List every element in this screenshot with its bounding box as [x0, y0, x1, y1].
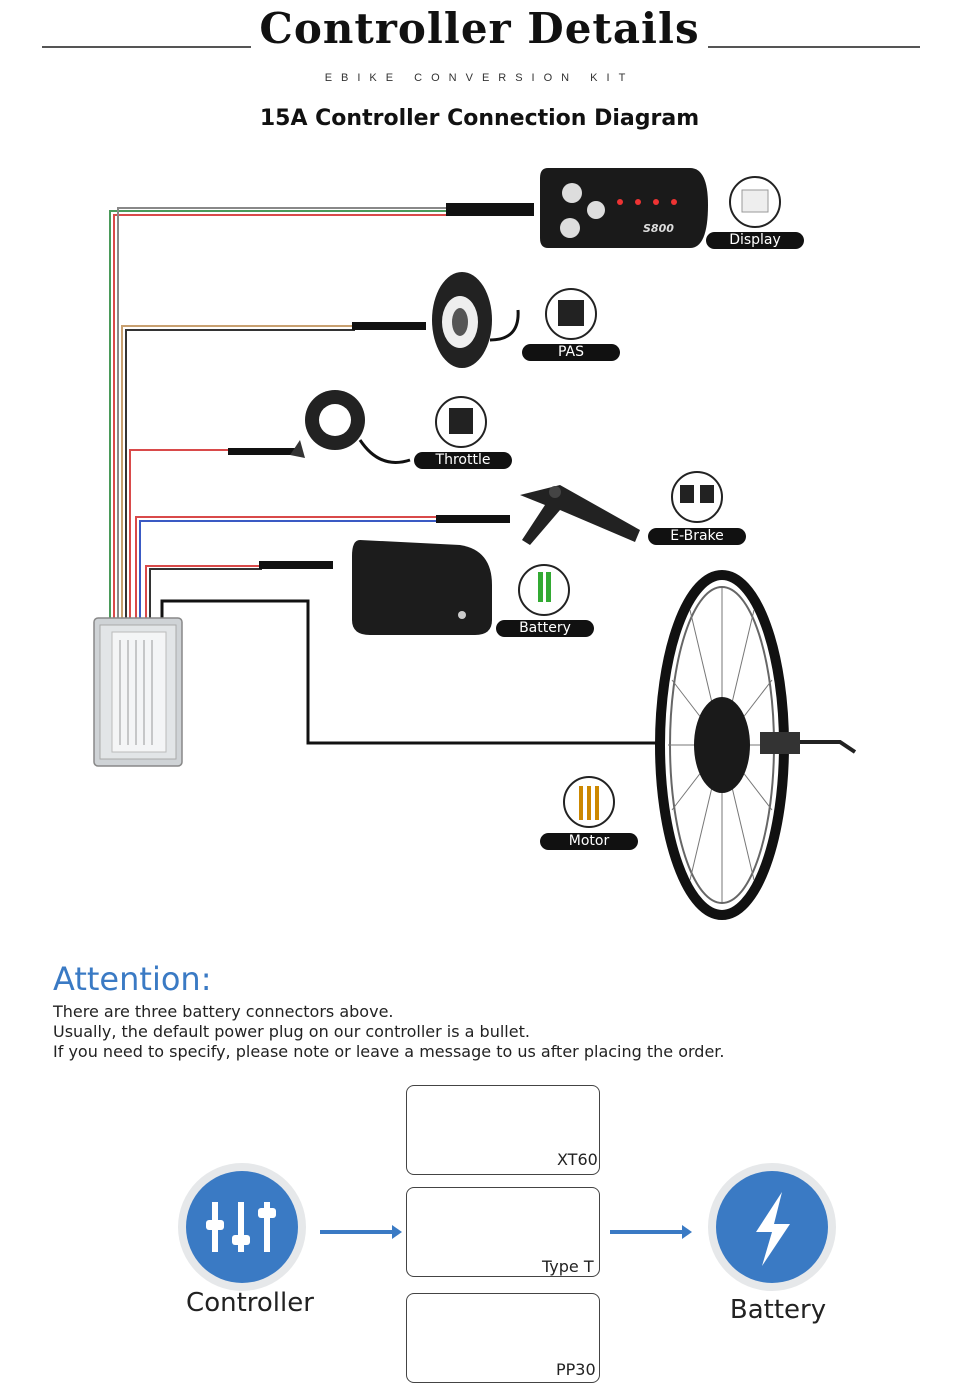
display-label: Display — [706, 232, 804, 249]
battery-unit — [352, 540, 492, 635]
wiring-diagram: S800 — [0, 0, 959, 940]
attention-line-3: If you need to specify, please note or l… — [53, 1042, 725, 1061]
controller-icon — [178, 1163, 306, 1291]
motor-label: Motor — [540, 833, 638, 850]
type-t-label: Type T — [542, 1257, 594, 1276]
ebrake-connector — [436, 515, 510, 523]
ebrake-unit — [520, 485, 640, 545]
pas-connector — [352, 322, 426, 330]
arrow-left-icon — [320, 1225, 402, 1239]
attention-line-1: There are three battery connectors above… — [53, 1002, 394, 1021]
battery-caption: Battery — [698, 1295, 858, 1325]
svg-text:S800: S800 — [643, 222, 674, 235]
attention-title: Attention: — [53, 960, 211, 998]
controller-box — [94, 618, 182, 766]
display-connector — [446, 203, 534, 216]
battery-label: Battery — [496, 620, 594, 637]
battery-connector — [259, 561, 333, 569]
battery-plug-icon — [519, 565, 569, 615]
battery-lightning-icon — [708, 1163, 836, 1291]
pas-sensor — [432, 272, 518, 368]
ebrake-label: E-Brake — [648, 528, 746, 545]
xt60-label: XT60 — [557, 1150, 598, 1169]
arrow-right-icon — [610, 1225, 692, 1239]
ebrake-plug-icon — [672, 472, 722, 522]
pas-label: PAS — [522, 344, 620, 361]
attention-line-2: Usually, the default power plug on our c… — [53, 1022, 530, 1041]
wheel-hub-motor — [660, 575, 855, 915]
throttle-label: Throttle — [414, 452, 512, 469]
throttle-unit — [290, 390, 410, 463]
pp30-label: PP30 — [556, 1360, 596, 1379]
throttle-connector — [228, 448, 298, 455]
controller-caption: Controller — [170, 1288, 330, 1318]
pas-wire — [122, 326, 355, 618]
display-unit: S800 — [540, 168, 708, 248]
